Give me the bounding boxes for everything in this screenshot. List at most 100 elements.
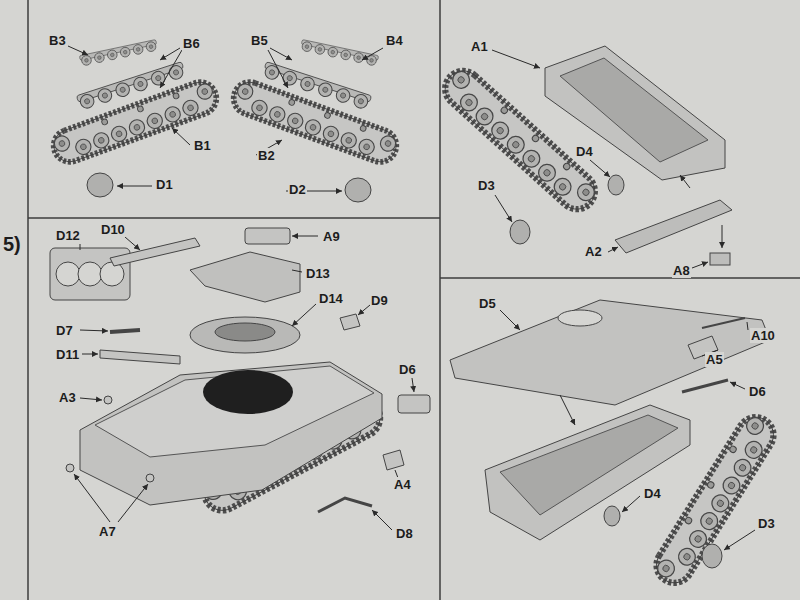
hull-tub <box>485 405 690 540</box>
part-number: A10 <box>750 328 776 343</box>
small-part <box>146 474 154 482</box>
leader-line <box>172 128 190 145</box>
part-number: B3 <box>48 33 67 48</box>
part-number: D4 <box>575 144 594 159</box>
part-number: D10 <box>100 222 126 237</box>
turret-part <box>78 262 102 286</box>
part-number: D9 <box>370 293 389 308</box>
track-run <box>229 78 401 167</box>
part-number: A1 <box>470 39 489 54</box>
leader-line <box>68 46 88 55</box>
part-number: A7 <box>98 524 117 539</box>
leader-line <box>270 48 292 60</box>
assembly-arrow <box>680 175 690 188</box>
leader-line <box>500 310 520 330</box>
leader-line <box>80 244 81 250</box>
assembly-arrow <box>560 395 575 425</box>
hull-interior <box>500 415 678 515</box>
leader-line <box>80 330 108 331</box>
leader-line <box>118 484 148 522</box>
track-run <box>438 64 602 217</box>
leader-line <box>372 510 392 530</box>
leader-line <box>692 262 708 268</box>
part-number: D8 <box>395 526 414 541</box>
part-number: D12 <box>55 228 81 243</box>
leader-line <box>268 50 288 88</box>
hull-part <box>710 253 730 265</box>
assembly-arrow <box>722 225 723 248</box>
panel-divider <box>28 0 800 600</box>
tank-deck <box>95 366 374 457</box>
turret-part <box>56 262 80 286</box>
leader-lines <box>68 46 755 550</box>
turret-part <box>190 252 300 302</box>
turret-part <box>110 238 200 266</box>
bogie-strip <box>300 40 379 67</box>
leader-line <box>82 354 98 355</box>
small-part <box>383 450 404 470</box>
bolt-part <box>110 330 140 332</box>
leader-line <box>590 160 610 177</box>
part-number: B2 <box>257 148 276 163</box>
hull-part <box>615 200 732 253</box>
turret-part <box>100 262 124 286</box>
part-number: D13 <box>305 266 331 281</box>
part-number: D6 <box>398 362 417 377</box>
leader-line <box>160 50 182 88</box>
part-number: A2 <box>584 244 603 259</box>
small-part <box>702 318 745 328</box>
turret-part <box>215 323 275 341</box>
wheel-disc <box>510 220 530 244</box>
leader-line <box>730 382 745 389</box>
part-number: D6 <box>748 384 767 399</box>
leader-line <box>492 50 540 68</box>
leader-line <box>292 304 316 326</box>
panel-divider <box>439 0 441 600</box>
leader-line <box>292 236 318 237</box>
leader-line <box>125 237 140 250</box>
part-number: D3 <box>757 516 776 531</box>
part-number: A9 <box>322 229 341 244</box>
tank-hull <box>80 362 382 505</box>
turret-part <box>190 317 300 353</box>
leader-line <box>358 305 370 315</box>
hull-plate <box>450 300 770 405</box>
wheel-disc <box>608 175 624 195</box>
small-part <box>318 498 372 512</box>
small-part <box>340 314 360 330</box>
part-number: D4 <box>643 486 662 501</box>
panel-divider <box>27 0 29 600</box>
wheel-disc <box>87 173 113 197</box>
bogie-strip <box>79 40 158 67</box>
leader-line <box>412 378 414 392</box>
part-number: A4 <box>393 477 412 492</box>
leader-line <box>724 530 755 550</box>
wheel-disc <box>604 506 620 526</box>
small-part <box>104 396 112 404</box>
leader-line <box>495 195 512 222</box>
part-number: B6 <box>182 36 201 51</box>
part-number: D7 <box>55 323 74 338</box>
leader-line <box>80 398 102 400</box>
leader-line <box>622 496 640 512</box>
panel-divider <box>28 217 440 219</box>
part-number: B4 <box>385 33 404 48</box>
small-part <box>398 395 430 413</box>
part-number: D11 <box>55 347 80 362</box>
leader-line <box>74 474 110 522</box>
part-number: D1 <box>155 177 174 192</box>
step-number: 5) <box>2 233 22 255</box>
part-number: A5 <box>705 352 724 367</box>
turret-part <box>100 350 180 364</box>
leader-line <box>117 186 152 187</box>
wheel-disc <box>345 178 371 202</box>
wheel-disc <box>702 544 722 568</box>
part-number: D3 <box>477 178 496 193</box>
leader-line <box>362 48 383 60</box>
panel-divider <box>440 277 800 279</box>
small-part <box>682 380 728 392</box>
track-run <box>49 78 221 167</box>
leader-line <box>747 322 748 330</box>
